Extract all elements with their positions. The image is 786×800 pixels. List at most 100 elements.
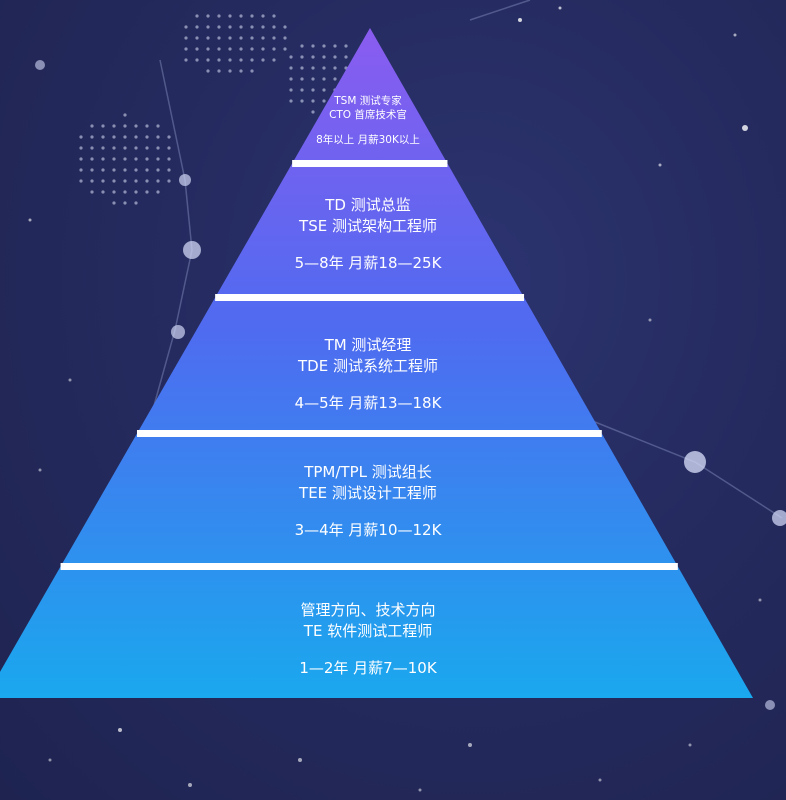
star-dot <box>123 190 127 194</box>
tier-2-text: TD 测试总监 TSE 测试架构工程师 5—8年 月薪18—25K <box>218 195 518 274</box>
star-dot <box>134 157 138 161</box>
tier-1-salary: 8年以上 月薪30K以上 <box>316 134 420 146</box>
star-dot <box>311 44 315 48</box>
star-dot <box>195 47 199 51</box>
star-dot <box>300 88 304 92</box>
tier-5-title: 管理方向、技术方向 <box>300 601 436 619</box>
star-dot <box>228 36 232 40</box>
star-dot <box>228 47 232 51</box>
star-dot <box>289 66 293 70</box>
star-dot <box>134 135 138 139</box>
star-dot <box>79 168 83 172</box>
star-dot <box>206 58 210 62</box>
star-dot <box>206 47 210 51</box>
star-dot <box>101 146 105 150</box>
tier-3-salary: 4—5年 月薪13—18K <box>294 394 442 412</box>
star-dot <box>167 157 171 161</box>
star-dot <box>134 168 138 172</box>
star-dot <box>195 36 199 40</box>
star-dot <box>217 69 221 73</box>
star-dot <box>300 66 304 70</box>
star-dot <box>217 58 221 62</box>
star-dot <box>112 135 116 139</box>
separator-4 <box>60 563 678 570</box>
star-dot <box>272 58 276 62</box>
star-dot <box>90 157 94 161</box>
star-dot <box>156 157 160 161</box>
tier-2-subtitle: TSE 测试架构工程师 <box>299 217 437 235</box>
star-dot <box>90 190 94 194</box>
star-dot <box>156 168 160 172</box>
tier-4-salary: 3—4年 月薪10—12K <box>294 521 442 539</box>
star-dot <box>239 36 243 40</box>
star-dot <box>79 146 83 150</box>
star-dot <box>333 66 337 70</box>
star-dot <box>156 190 160 194</box>
star-dot <box>250 36 254 40</box>
star-dot <box>184 36 188 40</box>
star-dot <box>112 157 116 161</box>
tier-5-subtitle: TE 软件测试工程师 <box>303 622 433 640</box>
tier-2-title: TD 测试总监 <box>325 196 411 214</box>
star-dot <box>123 157 127 161</box>
star-dot <box>322 88 326 92</box>
star-dot <box>195 25 199 29</box>
star-dot <box>145 135 149 139</box>
star-dot <box>289 88 293 92</box>
star-dot <box>272 25 276 29</box>
star-dot <box>261 36 265 40</box>
tier-5-text: 管理方向、技术方向 TE 软件测试工程师 1—2年 月薪7—10K <box>218 600 518 679</box>
star-dot <box>184 58 188 62</box>
star-dot <box>206 14 210 18</box>
star-dot <box>333 77 337 81</box>
star-dot <box>300 77 304 81</box>
star-dot <box>239 47 243 51</box>
star-dot <box>134 179 138 183</box>
star-dot <box>156 135 160 139</box>
star-dot <box>300 99 304 103</box>
star-dot <box>90 135 94 139</box>
star-dot <box>289 55 293 59</box>
star-dot <box>123 124 127 128</box>
star-dot <box>261 47 265 51</box>
star-dot <box>333 44 337 48</box>
star-dot <box>167 135 171 139</box>
star-dot <box>123 113 127 117</box>
star-dot <box>344 44 348 48</box>
star-dot <box>322 44 326 48</box>
star-dot <box>289 99 293 103</box>
star-dot <box>101 190 105 194</box>
star-dot <box>112 179 116 183</box>
star-dot <box>300 44 304 48</box>
stars <box>28 6 762 792</box>
star-dot <box>101 168 105 172</box>
star-dot <box>261 14 265 18</box>
star-dot <box>156 124 160 128</box>
star-dot <box>250 14 254 18</box>
star-dot <box>272 36 276 40</box>
star-dot <box>272 47 276 51</box>
tier-5-salary: 1—2年 月薪7—10K <box>299 659 437 677</box>
star-dot <box>311 88 315 92</box>
star-dot <box>167 179 171 183</box>
star-dot <box>90 124 94 128</box>
star-dot <box>101 135 105 139</box>
star-dot <box>289 77 293 81</box>
star-dot <box>239 14 243 18</box>
star-dot <box>101 157 105 161</box>
star-dot <box>239 69 243 73</box>
star-dot <box>184 47 188 51</box>
star-dot <box>300 55 304 59</box>
star-dot <box>322 55 326 59</box>
star-dot <box>123 201 127 205</box>
star-dot <box>206 36 210 40</box>
star-dot <box>250 25 254 29</box>
star-dot <box>322 99 326 103</box>
star-dot <box>228 58 232 62</box>
star-dot <box>250 47 254 51</box>
star-dot <box>250 69 254 73</box>
tier-separators <box>60 160 678 570</box>
star-dot <box>228 69 232 73</box>
star-dot <box>134 124 138 128</box>
